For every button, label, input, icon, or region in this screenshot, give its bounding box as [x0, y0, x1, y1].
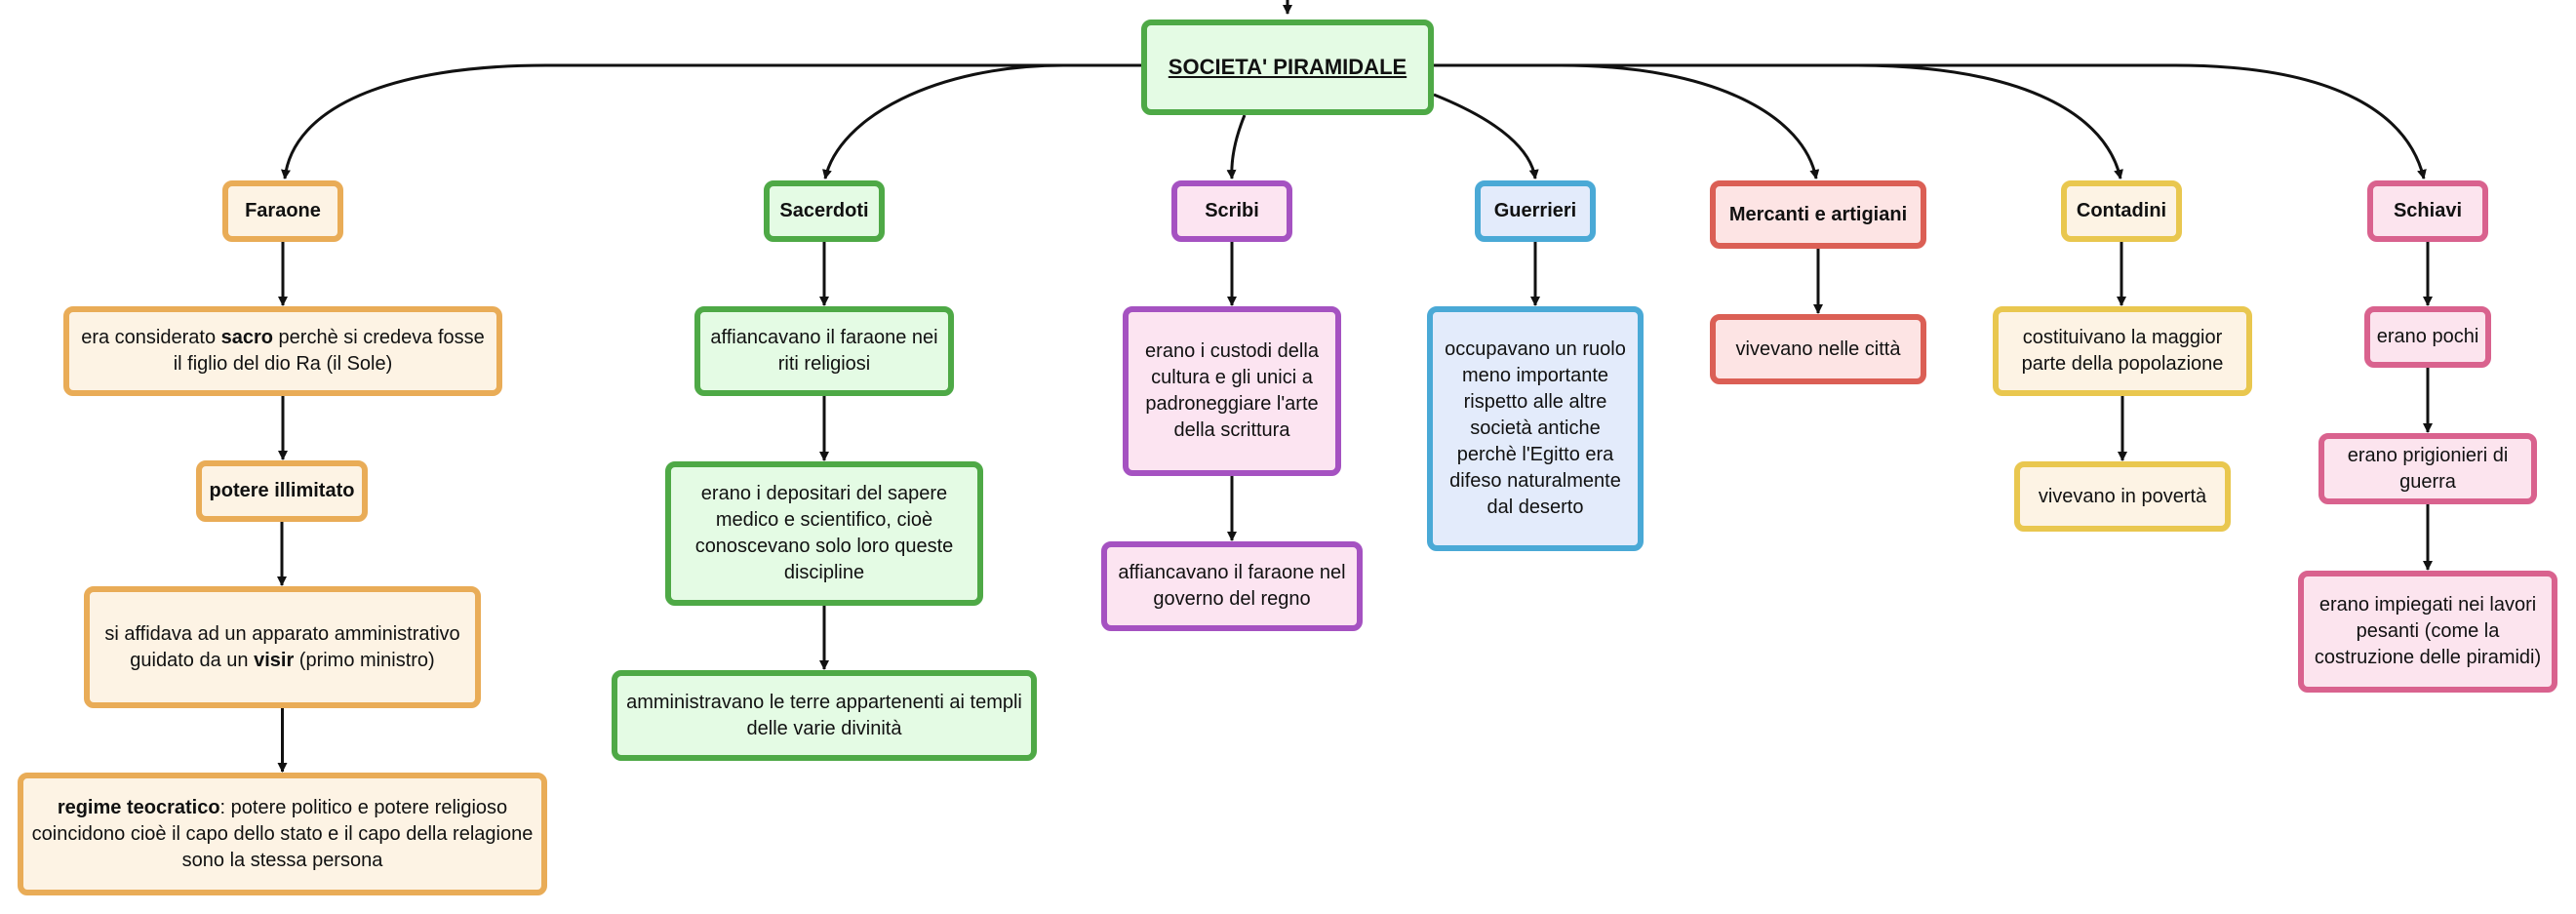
edge-root-contadini	[1434, 63, 2123, 179]
scribi-label: Scribi	[1205, 200, 1259, 221]
edge-root-schiavi	[1434, 63, 2427, 179]
faraone-detail-4[interactable]: regime teocratico: potere politico e pot…	[18, 773, 547, 895]
sacerdoti-detail-2[interactable]: erano i depositari del sapere medico e s…	[665, 461, 983, 606]
schiavi-detail-3[interactable]: erano impiegati nei lavori pesanti (come…	[2298, 571, 2557, 693]
faraone-label: Faraone	[245, 200, 321, 221]
schiavi-detail-1-text: erano pochi	[2376, 326, 2479, 347]
schiavi-detail-2-text: erano prigionieri di guerra	[2347, 444, 2509, 493]
faraone-detail-2-text: potere illimitato	[209, 480, 355, 501]
contadini-detail-1-text: costituivano la maggior parte della popo…	[2021, 327, 2224, 375]
scribi-detail-2-text: affiancavano il faraone nel governo del …	[1118, 562, 1346, 610]
faraone-detail-1[interactable]: era considerato sacro perchè si credeva …	[63, 306, 502, 396]
faraone-detail-4-text: regime teocratico: potere politico e pot…	[31, 796, 534, 871]
schiavi-label: Schiavi	[2393, 200, 2463, 221]
scribi-detail-2[interactable]: affiancavano il faraone nel governo del …	[1101, 541, 1363, 631]
sacerdoti-detail-1[interactable]: affiancavano il faraone nei riti religio…	[694, 306, 954, 396]
faraone-detail-1-text: era considerato sacro perchè si credeva …	[81, 327, 485, 375]
node-faraone[interactable]: Faraone	[222, 180, 343, 242]
guerrieri-detail-1-text: occupavano un ruolo meno importante risp…	[1445, 338, 1626, 518]
sacerdoti-detail-3-text: amministravano le terre appartenenti ai …	[626, 691, 1022, 739]
mercanti-detail-1[interactable]: vivevano nelle città	[1710, 314, 1926, 384]
mercanti-detail-1-text: vivevano nelle città	[1735, 338, 1901, 360]
schiavi-detail-1[interactable]: erano pochi	[2364, 306, 2491, 368]
contadini-detail-2-text: vivevano in povertà	[2038, 485, 2207, 507]
edge-root-scribi	[1226, 114, 1247, 179]
edge-root-guerrieri	[1433, 93, 1539, 179]
edge-root-faraone	[281, 63, 1141, 179]
node-schiavi[interactable]: Schiavi	[2367, 180, 2488, 242]
contadini-detail-2[interactable]: vivevano in povertà	[2014, 461, 2231, 532]
guerrieri-label: Guerrieri	[1493, 200, 1577, 221]
scribi-detail-1[interactable]: erano i custodi della cultura e gli unic…	[1123, 306, 1341, 476]
contadini-label: Contadini	[2076, 200, 2167, 221]
faraone-detail-3[interactable]: si affidava ad un apparato amministrativ…	[84, 586, 481, 708]
node-scribi[interactable]: Scribi	[1171, 180, 1292, 242]
mercanti-label: Mercanti e artigiani	[1728, 203, 1908, 225]
guerrieri-detail-1[interactable]: occupavano un ruolo meno importante risp…	[1427, 306, 1644, 551]
faraone-detail-2[interactable]: potere illimitato	[196, 460, 368, 522]
contadini-detail-1[interactable]: costituivano la maggior parte della popo…	[1993, 306, 2252, 396]
schiavi-detail-2[interactable]: erano prigionieri di guerra	[2318, 433, 2537, 504]
node-sacerdoti[interactable]: Sacerdoti	[764, 180, 885, 242]
sacerdoti-label: Sacerdoti	[779, 200, 869, 221]
edge-root-sacerdoti	[822, 63, 1141, 179]
scribi-detail-1-text: erano i custodi della cultura e gli unic…	[1145, 340, 1319, 441]
node-contadini[interactable]: Contadini	[2061, 180, 2182, 242]
schiavi-detail-3-text: erano impiegati nei lavori pesanti (come…	[2314, 594, 2542, 668]
sacerdoti-detail-3[interactable]: amministravano le terre appartenenti ai …	[612, 670, 1037, 761]
sacerdoti-detail-2-text: erano i depositari del sapere medico e s…	[694, 483, 954, 583]
faraone-detail-3-text: si affidava ad un apparato amministrativ…	[104, 622, 460, 671]
node-mercanti-artigiani[interactable]: Mercanti e artigiani	[1710, 180, 1926, 249]
root-node[interactable]: SOCIETA' PIRAMIDALE	[1141, 20, 1434, 115]
root-label: SOCIETA' PIRAMIDALE	[1168, 55, 1407, 80]
sacerdoti-detail-1-text: affiancavano il faraone nei riti religio…	[710, 327, 938, 375]
node-guerrieri[interactable]: Guerrieri	[1475, 180, 1596, 242]
